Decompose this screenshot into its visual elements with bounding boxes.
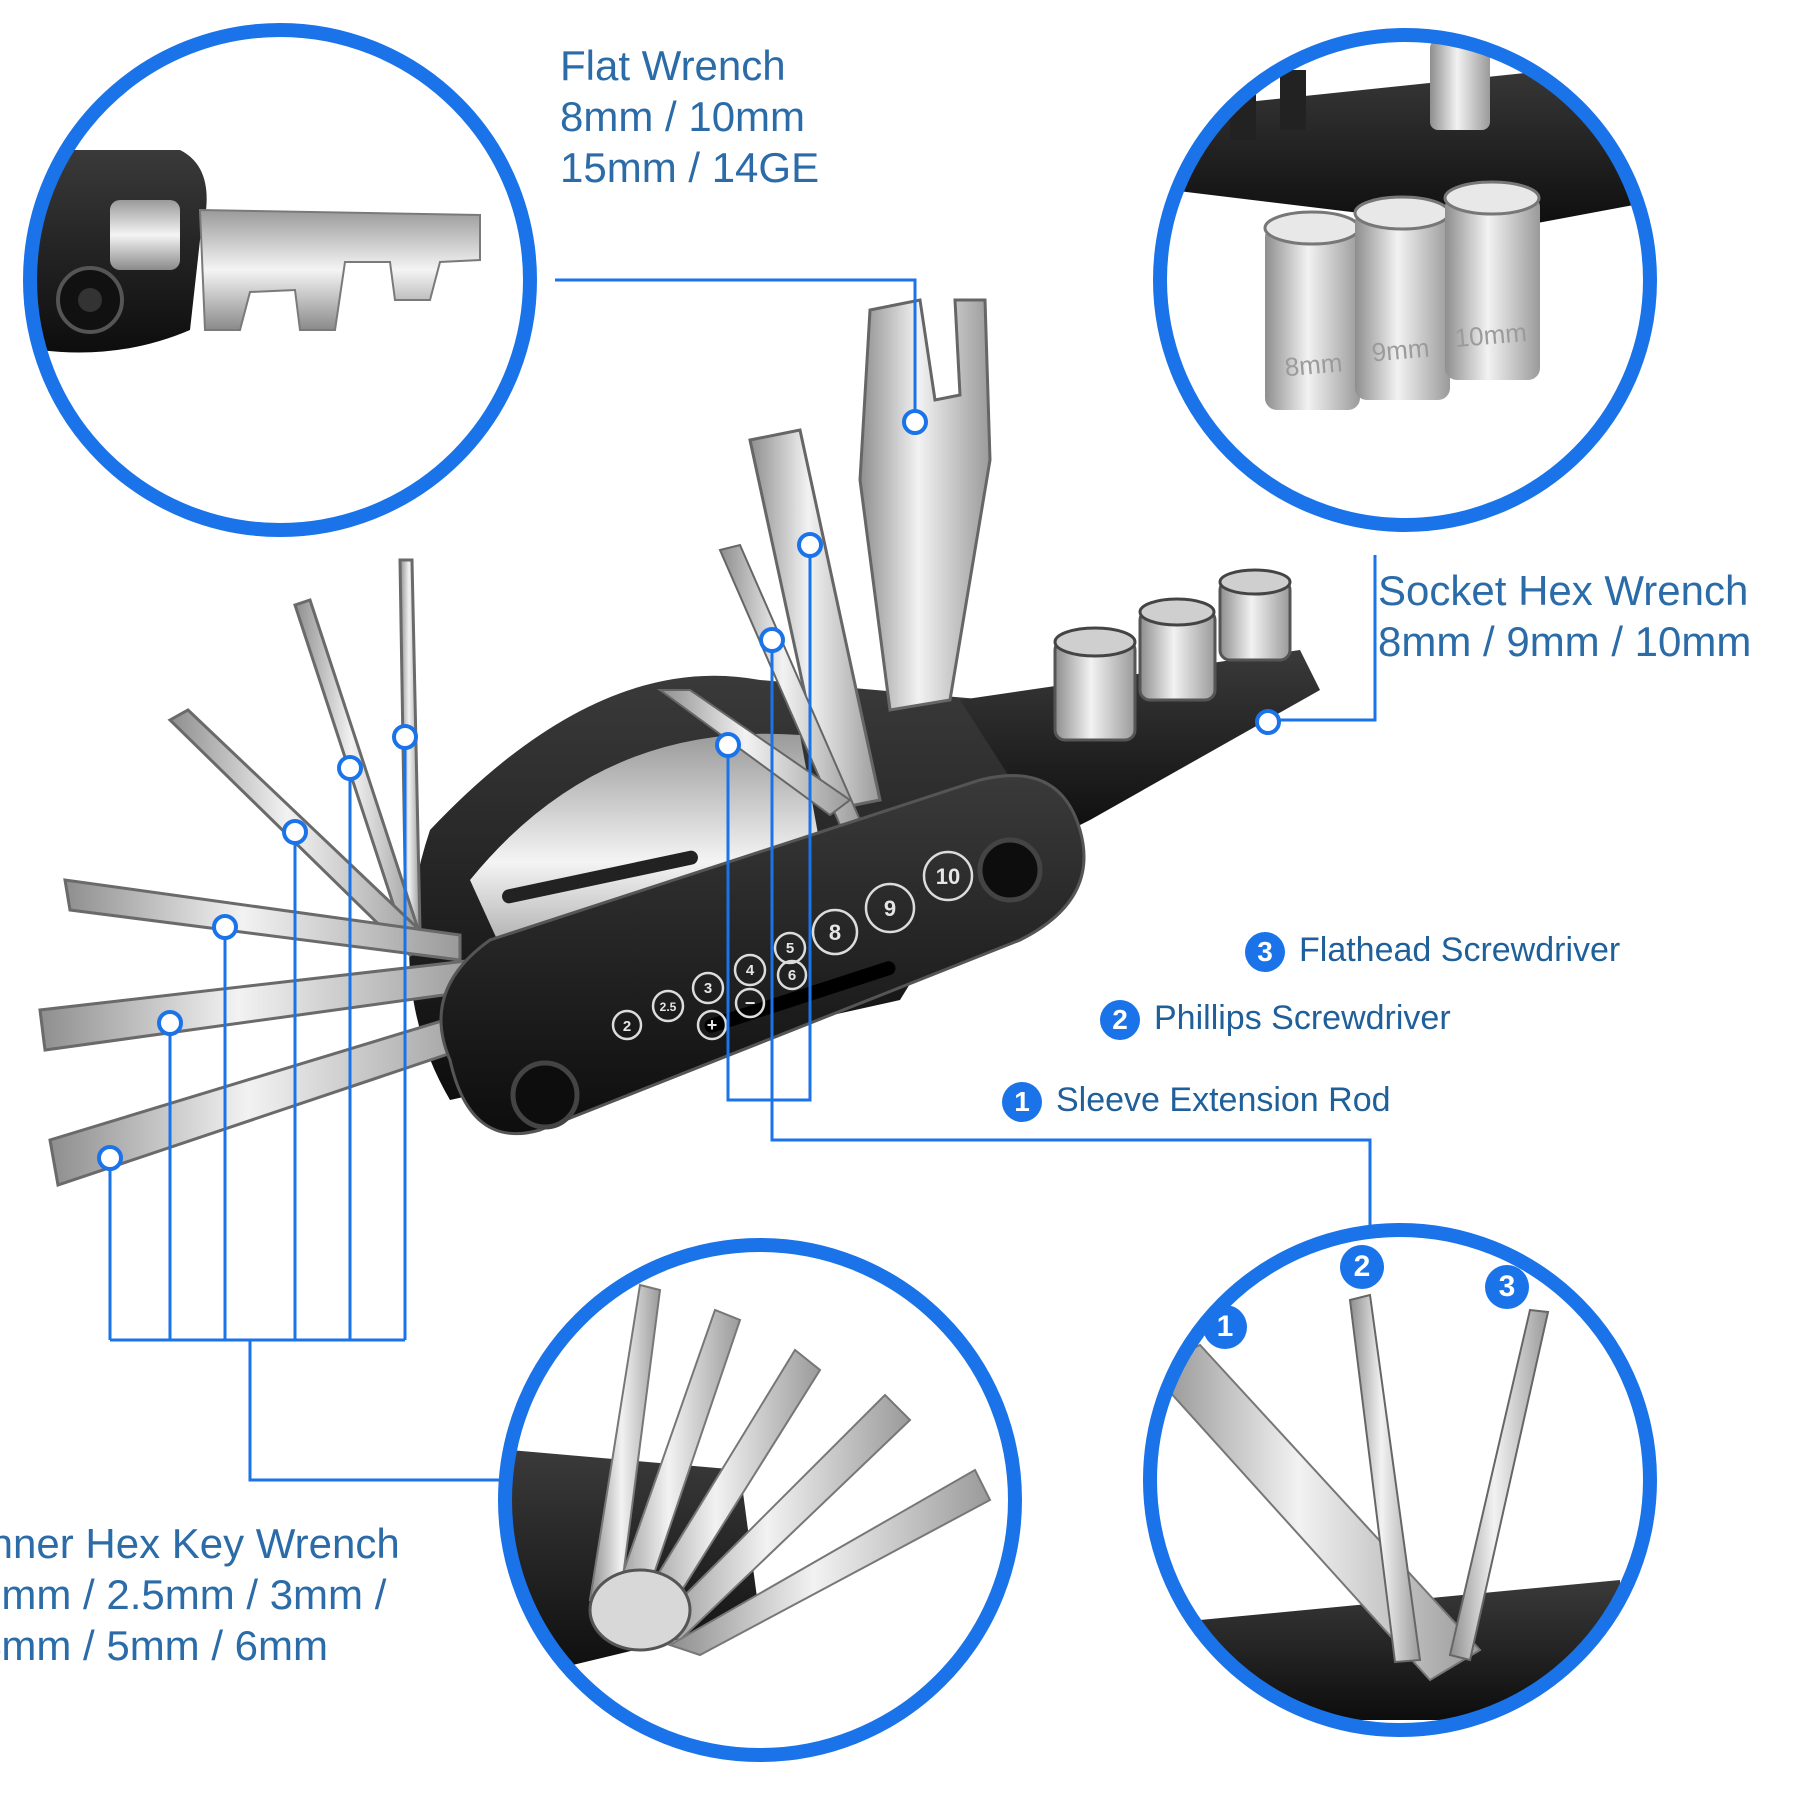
circle-marker-2: 2: [1340, 1245, 1384, 1289]
flat-wrench-closeup: [30, 30, 530, 530]
dot-hex-2-5: [337, 755, 363, 781]
size-mark-plus: +: [707, 1015, 718, 1035]
dot-phillips: [759, 627, 785, 653]
multi-tool-body: 2 2.5 3 4 5 6 8 9 10 + −: [38, 298, 1320, 1187]
dot-hex-5: [157, 1010, 183, 1036]
dot-hex-2: [392, 724, 418, 750]
dot-flathead: [715, 732, 741, 758]
socket-hex-wrench-label: Socket Hex Wrench 8mm / 9mm / 10mm: [1378, 565, 1751, 667]
size-mark-10: 10: [936, 864, 960, 889]
dot-hex-6: [97, 1145, 123, 1171]
size-mark-9: 9: [884, 896, 896, 921]
flat-wrench-sizes-1: 8mm / 10mm: [560, 93, 806, 141]
legend-flathead: 3 Flathead Screwdriver: [1245, 930, 1621, 973]
socket-size-9mm: 9mm: [1370, 333, 1430, 368]
size-mark-3: 3: [704, 980, 712, 997]
hex-key-closeup: [505, 1245, 1015, 1755]
inner-hex-key-wrench-label: Inner Hex Key Wrench 2mm / 2.5mm / 3mm /…: [0, 1518, 400, 1672]
callout-dots: [97, 409, 1281, 1171]
legend-number-2: 2: [1100, 1000, 1140, 1041]
inner-hex-key-sizes-1: 2mm / 2.5mm / 3mm /: [0, 1571, 387, 1619]
flat-wrench-label: Flat Wrench 8mm / 10mm 15mm / 14GE: [560, 40, 819, 194]
callout-lines: [108, 278, 1377, 1482]
socket-hex-wrench-title: Socket Hex Wrench: [1378, 567, 1749, 614]
circle-marker-3: 3: [1485, 1265, 1529, 1309]
legend-sleeve: 1 Sleeve Extension Rod: [1002, 1080, 1391, 1123]
size-mark-2-5: 2.5: [660, 1000, 677, 1014]
legend-phillips-text: Phillips Screwdriver: [1154, 999, 1451, 1037]
socket-size-8mm: 8mm: [1283, 347, 1343, 382]
closeup-frame-socket: [1153, 28, 1657, 532]
size-mark-minus: −: [745, 993, 756, 1013]
inner-hex-key-sizes-2: 4mm / 5mm / 6mm: [0, 1622, 329, 1670]
dot-rod: [797, 532, 823, 558]
inner-hex-key-title: Inner Hex Key Wrench: [0, 1520, 400, 1567]
legend-flathead-text: Flathead Screwdriver: [1299, 931, 1621, 969]
dot-flat-wrench: [902, 409, 928, 435]
closeup-frame-hex-key: [498, 1238, 1022, 1762]
legend-number-3: 3: [1245, 932, 1285, 973]
size-mark-4: 4: [746, 962, 755, 979]
screwdriver-closeup: [1150, 1230, 1650, 1730]
legend-phillips: 2 Phillips Screwdriver: [1100, 998, 1451, 1041]
closeup-frame-screwdriver: [1143, 1223, 1657, 1737]
size-mark-8: 8: [829, 920, 841, 945]
dot-hex-3: [282, 819, 308, 845]
size-mark-2: 2: [623, 1018, 631, 1035]
flat-wrench-title: Flat Wrench: [560, 42, 786, 89]
dot-hex-4: [212, 914, 238, 940]
circle-marker-1: 1: [1203, 1305, 1247, 1349]
size-mark-6: 6: [788, 967, 796, 984]
legend-number-1: 1: [1002, 1082, 1042, 1123]
socket-hex-wrench-sizes: 8mm / 9mm / 10mm: [1378, 618, 1752, 666]
legend-sleeve-text: Sleeve Extension Rod: [1056, 1081, 1391, 1119]
size-mark-5: 5: [786, 940, 794, 957]
flat-wrench-sizes-2: 15mm / 14GE: [560, 144, 820, 192]
closeup-frame-flat-wrench: [23, 23, 537, 537]
socket-size-10mm: 10mm: [1453, 317, 1528, 353]
dot-socket: [1255, 709, 1281, 735]
socket-closeup: 8mm 9mm 10mm: [1160, 35, 1650, 525]
